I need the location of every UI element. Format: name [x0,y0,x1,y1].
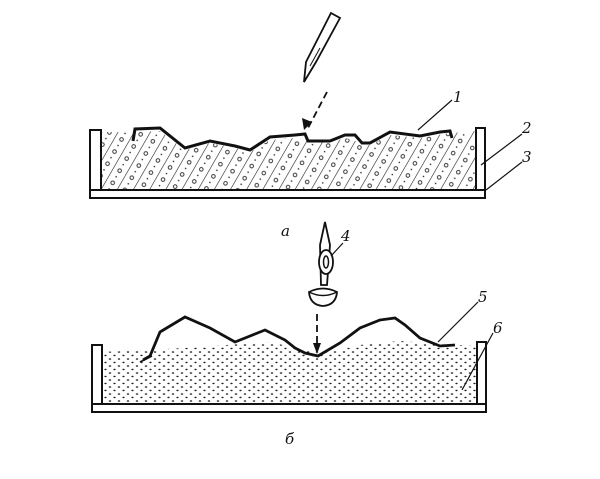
label-3: 3 [522,148,532,166]
brush-icon [303,11,342,83]
tray-b [91,315,487,413]
label-4: 4 [340,227,351,245]
wall-left [91,344,103,412]
leader-4 [330,242,344,257]
label-1: 1 [453,88,463,106]
film-5 [142,315,456,362]
tray-base [91,403,487,413]
leader-5 [437,301,479,343]
label-6: 6 [493,319,503,337]
wall-right [476,341,487,412]
leader-6 [461,332,494,391]
film-1 [131,126,454,152]
leader-2 [480,133,523,166]
label-5: 5 [478,288,488,306]
tray-a [89,126,486,199]
caption-a: а [281,222,290,240]
wall-left [89,129,102,198]
sand-fill [102,341,477,404]
stamp-tool-icon [308,221,338,307]
leader-1 [417,99,453,131]
caption-b: б [285,430,295,448]
clay-fill [101,131,476,190]
label-2: 2 [521,119,532,137]
tray-base [89,189,486,199]
leader-3 [485,161,523,191]
